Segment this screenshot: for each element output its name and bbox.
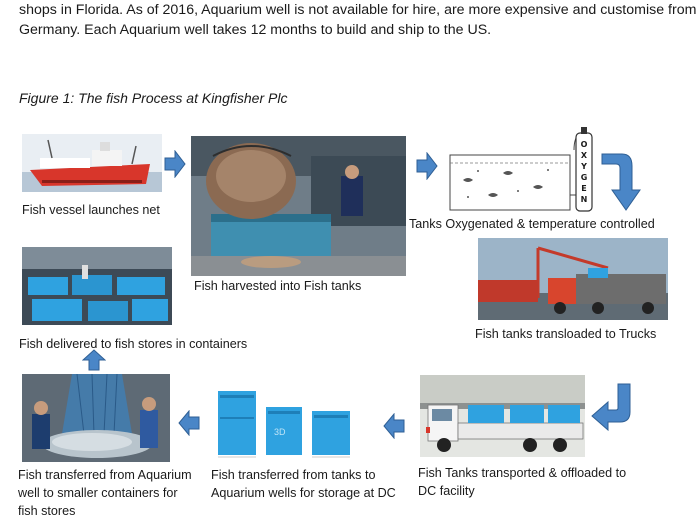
intro-line-2: Germany. Each Aquarium well takes 12 mon… [19, 22, 492, 38]
dc-truck-photo [420, 375, 585, 457]
caption-aquarium-line: Fish transferred from Aquarium [18, 468, 192, 482]
trucks-transload-photo [478, 238, 668, 320]
arrow-left-icon [178, 410, 200, 436]
caption-delivered: Fish delivered to fish stores in contain… [19, 337, 248, 351]
curved-arrow-left-icon [591, 383, 631, 432]
oxygen-letter: E [581, 184, 587, 193]
caption-aquarium-line: well to smaller containers for [18, 486, 178, 500]
aquarium-transfer-photo [22, 374, 170, 462]
intro-line-1: shops in Florida. As of 2016, Aquarium w… [19, 2, 697, 18]
oxygen-letter: O [580, 140, 588, 149]
arrow-right-icon [416, 152, 438, 180]
caption-aquarium: Fish transferred from Aquarium well to s… [18, 466, 192, 520]
caption-harvest: Fish harvested into Fish tanks [194, 279, 362, 293]
caption-oxygen: Tanks Oxygenated & temperature controlle… [409, 217, 655, 231]
oxygen-letters: O X Y G E N [576, 139, 592, 205]
figure-title: Figure 1: The fish Process at Kingfisher… [19, 90, 288, 106]
caption-storage-line: Fish transferred from tanks to [211, 468, 376, 482]
aquarium-bins-photo: 3D [214, 387, 354, 459]
fish-harvest-photo [191, 136, 406, 276]
arrow-up-icon [82, 349, 106, 371]
bin-label: 3D [274, 427, 286, 437]
oxygen-letter: Y [581, 162, 587, 171]
caption-storage-line: Aquarium wells for storage at DC [211, 486, 396, 500]
caption-trucks: Fish tanks transloaded to Trucks [475, 327, 657, 341]
oxygen-letter: N [580, 195, 588, 204]
arrow-right-icon [164, 150, 186, 178]
oxygen-letter: G [580, 173, 588, 182]
intro-paragraph: shops in Florida. As of 2016, Aquarium w… [19, 0, 699, 40]
arrow-left-icon [383, 413, 405, 439]
curved-arrow-down-icon [601, 153, 641, 211]
caption-dc-line: Fish Tanks transported & offloaded to [418, 466, 627, 480]
caption-storage: Fish transferred from tanks to Aquarium … [211, 466, 396, 502]
caption-dc: Fish Tanks transported & offloaded to DC… [418, 464, 626, 500]
fish-vessel-photo [22, 134, 162, 192]
oxygen-letter: X [580, 151, 588, 160]
caption-dc-line: DC facility [418, 484, 475, 498]
caption-vessel: Fish vessel launches net [22, 203, 160, 217]
fish-store-containers-photo [22, 247, 172, 325]
caption-aquarium-line: fish stores [18, 504, 76, 518]
oxygen-tank-diagram: O X Y G E N [448, 125, 608, 213]
